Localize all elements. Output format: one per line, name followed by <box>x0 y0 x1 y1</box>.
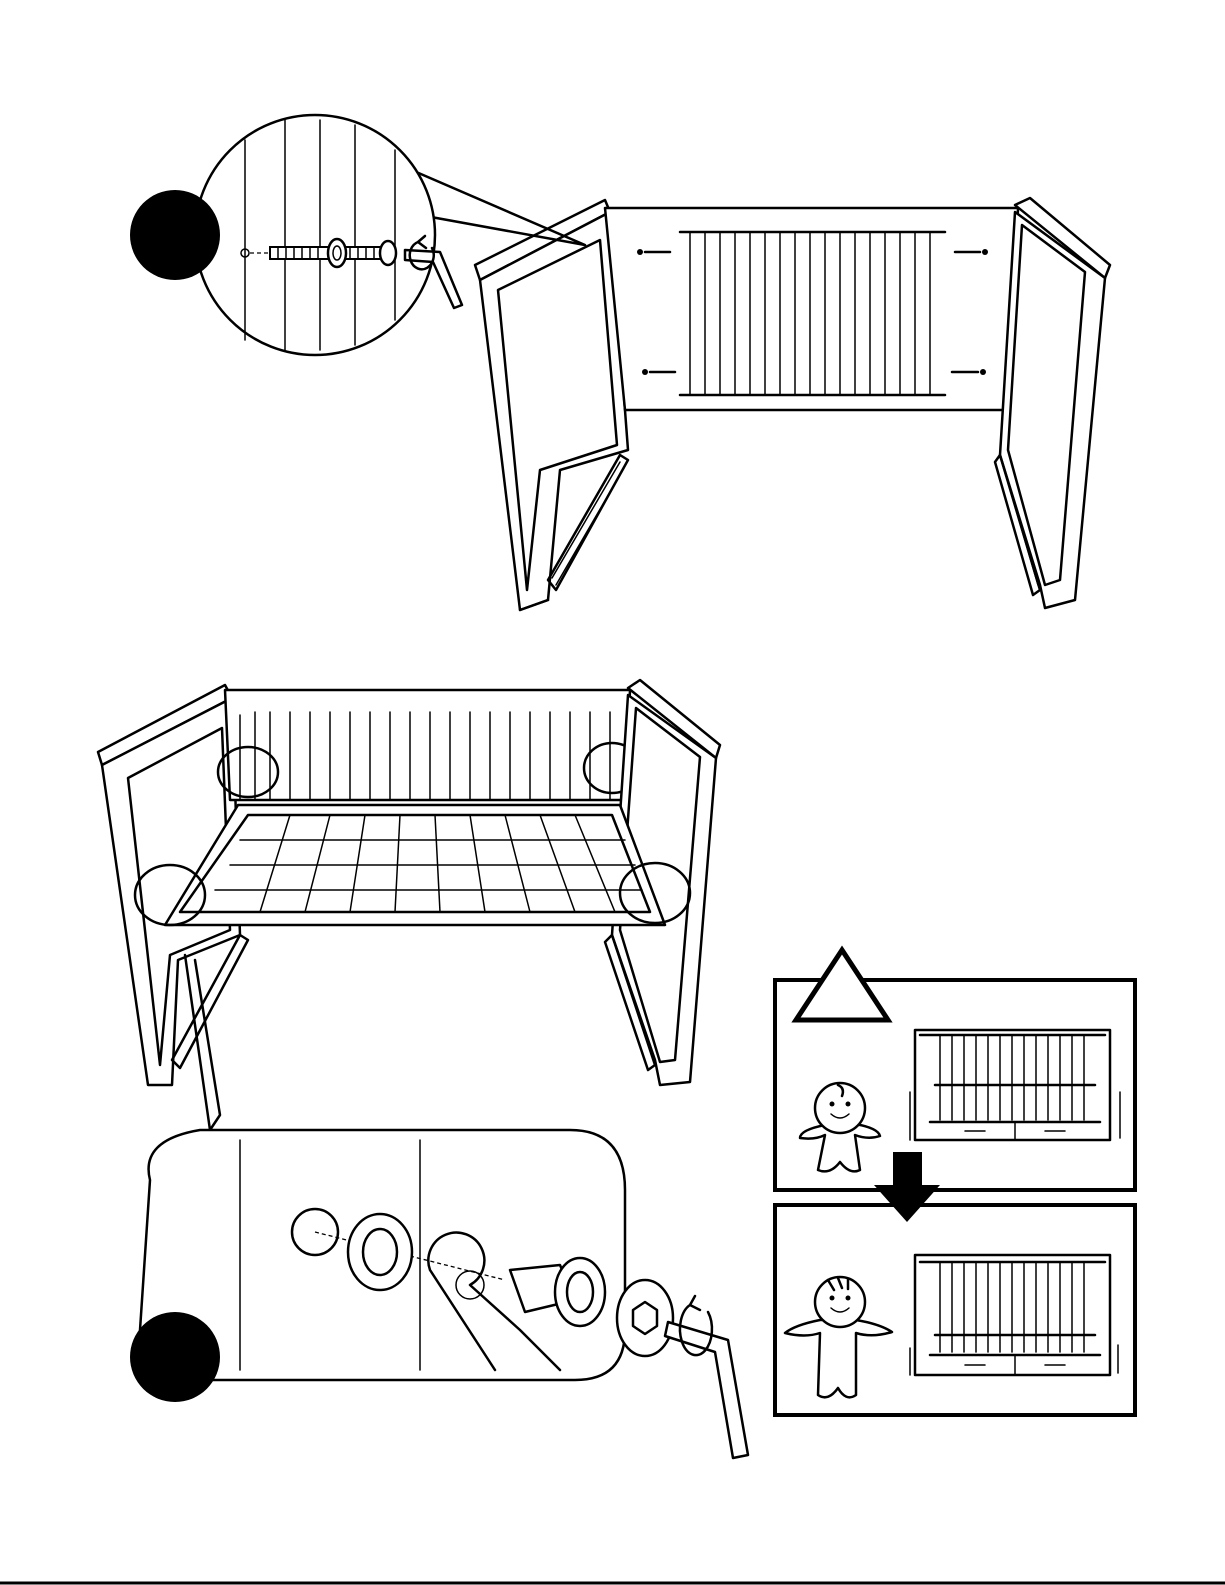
crib-low-base <box>910 1255 1118 1375</box>
left-end-panel <box>475 200 628 610</box>
nut-icon <box>380 241 396 265</box>
back-panel <box>605 208 1018 410</box>
washer-icon <box>328 239 346 267</box>
back-panel-2 <box>218 690 640 800</box>
figure-1-crib-frame <box>130 115 1110 610</box>
right-end-panel <box>995 198 1110 608</box>
hex-key-icon-2 <box>665 1322 748 1458</box>
step-badge <box>130 190 220 280</box>
warning-panel <box>775 950 1135 1415</box>
crib-high-base <box>910 1030 1120 1140</box>
sleeve-icon <box>348 1214 412 1290</box>
step-badge-2 <box>130 1312 220 1402</box>
bolt-head-icon <box>617 1280 673 1356</box>
figure-2-spring-base <box>98 680 748 1458</box>
